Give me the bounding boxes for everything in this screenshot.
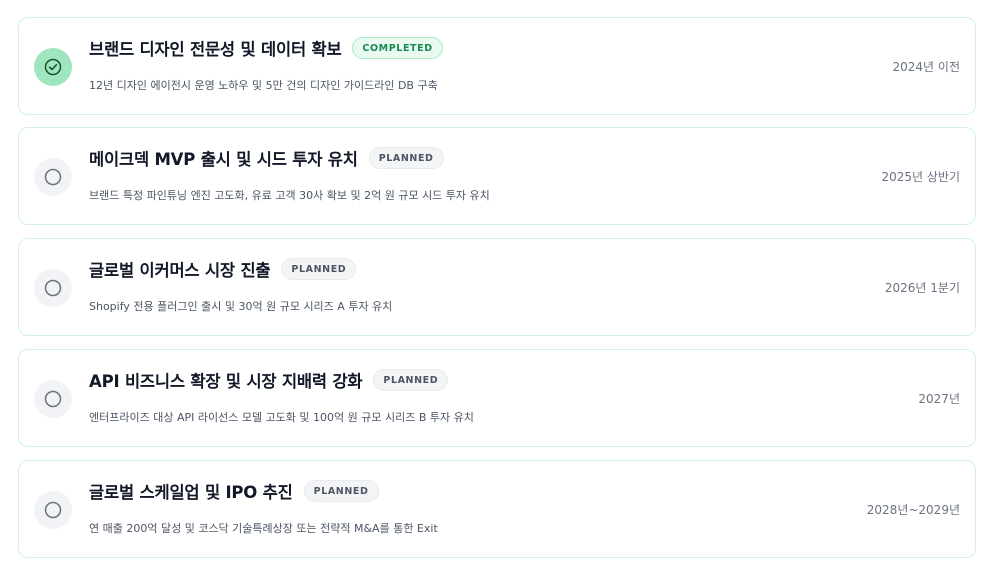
status-badge: COMPLETED — [352, 37, 443, 59]
milestone-date: 2027년 — [918, 392, 960, 406]
milestone-card: API 비즈니스 확장 및 시장 지배력 강화 PLANNED 엔터프라이즈 대… — [18, 349, 976, 447]
milestone-description: 연 매출 200억 달성 및 코스닥 기술특례상장 또는 전략적 M&A를 통한… — [89, 522, 438, 535]
milestone-title: 메이크덱 MVP 출시 및 시드 투자 유치 — [89, 150, 358, 169]
status-badge: PLANNED — [303, 480, 379, 502]
milestone-date: 2026년 1분기 — [884, 281, 960, 295]
milestone-description: 12년 디자인 에이전시 운영 노하우 및 5만 건의 디자인 가이드라인 DB… — [89, 79, 438, 92]
milestone-date: 2028년~2029년 — [866, 503, 960, 517]
status-badge: PLANNED — [368, 147, 444, 169]
milestone-card: 브랜드 디자인 전문성 및 데이터 확보 COMPLETED 12년 디자인 에… — [18, 17, 976, 115]
empty-circle-icon — [34, 269, 72, 307]
milestone-title: 글로벌 스케일업 및 IPO 추진 — [89, 483, 293, 502]
milestone-card: 글로벌 이커머스 시장 진출 PLANNED Shopify 전용 플러그인 출… — [18, 238, 976, 336]
milestone-title: 브랜드 디자인 전문성 및 데이터 확보 — [89, 40, 342, 59]
empty-circle-icon — [34, 491, 72, 529]
check-circle-icon — [34, 48, 72, 86]
status-badge: PLANNED — [281, 258, 357, 280]
milestone-description: 엔터프라이즈 대상 API 라이선스 모델 고도화 및 100억 원 규모 시리… — [89, 411, 474, 424]
milestone-description: 브랜드 특정 파인튜닝 엔진 고도화, 유료 고객 30사 확보 및 2억 원 … — [89, 189, 490, 202]
milestone-title: API 비즈니스 확장 및 시장 지배력 강화 — [89, 372, 363, 391]
empty-circle-icon — [34, 158, 72, 196]
milestone-date: 2024년 이전 — [892, 60, 960, 74]
milestone-card: 메이크덱 MVP 출시 및 시드 투자 유치 PLANNED 브랜드 특정 파인… — [18, 127, 976, 225]
milestone-description: Shopify 전용 플러그인 출시 및 30억 원 규모 시리즈 A 투자 유… — [89, 300, 393, 313]
milestone-card: 글로벌 스케일업 및 IPO 추진 PLANNED 연 매출 200억 달성 및… — [18, 460, 976, 558]
milestone-date: 2025년 상반기 — [881, 170, 960, 184]
empty-circle-icon — [34, 380, 72, 418]
milestone-title: 글로벌 이커머스 시장 진출 — [89, 261, 271, 280]
status-badge: PLANNED — [373, 369, 449, 391]
